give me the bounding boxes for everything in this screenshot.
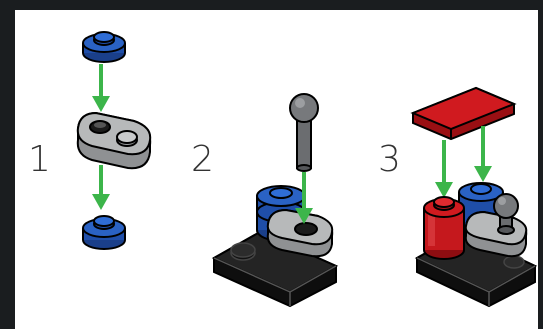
red-round-brick xyxy=(424,197,464,259)
gray-rounded-plate xyxy=(268,210,332,256)
gray-lever-stick xyxy=(290,94,318,171)
blue-round-plate-top xyxy=(83,32,125,62)
green-arrow xyxy=(474,126,492,182)
green-arrow xyxy=(92,165,110,210)
gray-rounded-plate xyxy=(78,113,150,168)
green-arrow xyxy=(435,140,453,198)
red-tile xyxy=(413,88,514,139)
blue-round-plate-bottom xyxy=(83,216,125,249)
green-arrow xyxy=(92,64,110,112)
